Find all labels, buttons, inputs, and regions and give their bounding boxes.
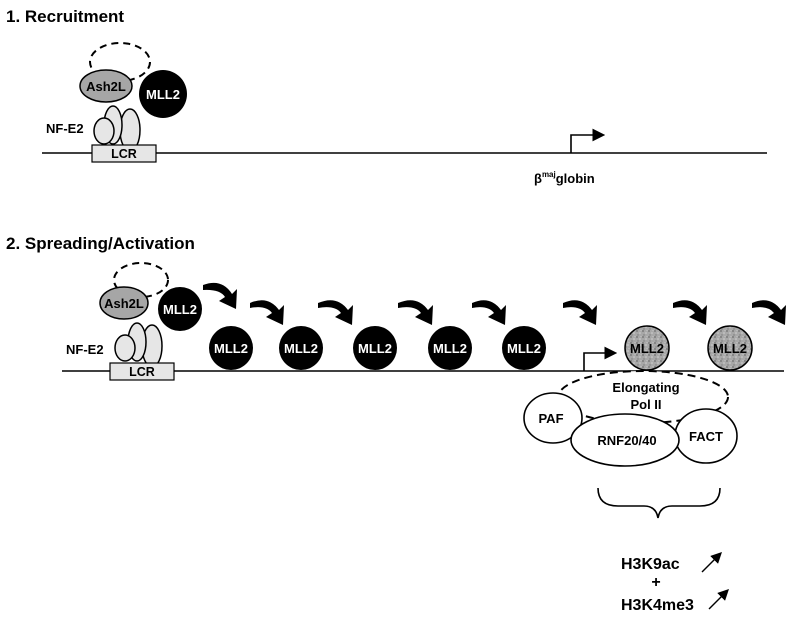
spreading-mll2-group: MLL2 MLL2 MLL2 MLL2 MLL2 (209, 326, 546, 370)
mark-h3k9ac: H3K9ac (621, 556, 680, 573)
rnf20-40-protein (570, 413, 680, 467)
ash2l-protein-2 (99, 286, 149, 320)
spreading-arrow-icon (563, 300, 597, 325)
mll2-spread (353, 326, 397, 370)
nfe2-oval-1 (93, 117, 115, 145)
increase-arrow-icon (701, 552, 722, 573)
plus-sign: + (651, 574, 660, 591)
promoter-arrow-2 (583, 346, 618, 371)
pol2-label-line1: Elongating (612, 380, 679, 395)
ash2l-label-2: Ash2L (104, 296, 144, 311)
spreading-arrow-icon (318, 300, 353, 325)
panel1-title: 1. Recruitment (6, 7, 124, 26)
paf-label: PAF (538, 411, 563, 426)
spreading-arrow-icon (398, 300, 433, 325)
lcr-label-2: LCR (129, 365, 155, 379)
promoter-arrow-1 (570, 128, 606, 153)
nfe2-oval-2 (114, 334, 136, 362)
lcr-label-1: LCR (111, 147, 137, 161)
increase-arrow-icon (708, 589, 729, 610)
nfe2-label-1: NF-E2 (46, 121, 84, 136)
mll2-spread (209, 326, 253, 370)
nfe2-label-2: NF-E2 (66, 342, 104, 357)
mll2-spread-label: MLL2 (214, 341, 248, 356)
mll2-label-1: MLL2 (146, 87, 180, 102)
fact-label: FACT (689, 429, 723, 444)
mll2-spread-label: MLL2 (358, 341, 392, 356)
rnf-label: RNF20/40 (597, 433, 656, 448)
lcr-box-2 (109, 362, 175, 381)
dashed-complex-2 (113, 262, 169, 298)
mll2-associated (707, 325, 753, 371)
mll2-associated-label: MLL2 (630, 341, 664, 356)
paf-protein (523, 392, 583, 444)
spreading-arrow-icon (250, 300, 284, 325)
spreading-arrow-icon (203, 282, 237, 309)
mll2-associated (624, 325, 670, 371)
mll2-protein-1 (139, 70, 187, 118)
spreading-arrows (203, 282, 786, 325)
mll2-protein-2 (158, 287, 202, 331)
ash2l-label-1: Ash2L (86, 79, 126, 94)
brace (597, 487, 721, 519)
panel2-title: 2. Spreading/Activation (6, 234, 195, 253)
mark-h3k4me3: H3K4me3 (621, 597, 694, 614)
mll2-spread (428, 326, 472, 370)
lcr-box-1 (91, 144, 157, 163)
spreading-arrow-icon (472, 300, 506, 325)
mll2-spread-label: MLL2 (433, 341, 467, 356)
mll2-spread-label: MLL2 (284, 341, 318, 356)
spreading-arrow-icon (752, 300, 786, 325)
mll2-spread (502, 326, 546, 370)
ash2l-protein-1 (79, 69, 133, 103)
mll2-spread (279, 326, 323, 370)
spreading-arrow-icon (673, 300, 707, 325)
mll2-spread-label: MLL2 (507, 341, 541, 356)
gene-label: βmajglobin (534, 170, 595, 186)
mll2-associated-label: MLL2 (713, 341, 747, 356)
pol2-label-line2: Pol II (630, 397, 661, 412)
mll2-label-2: MLL2 (163, 302, 197, 317)
